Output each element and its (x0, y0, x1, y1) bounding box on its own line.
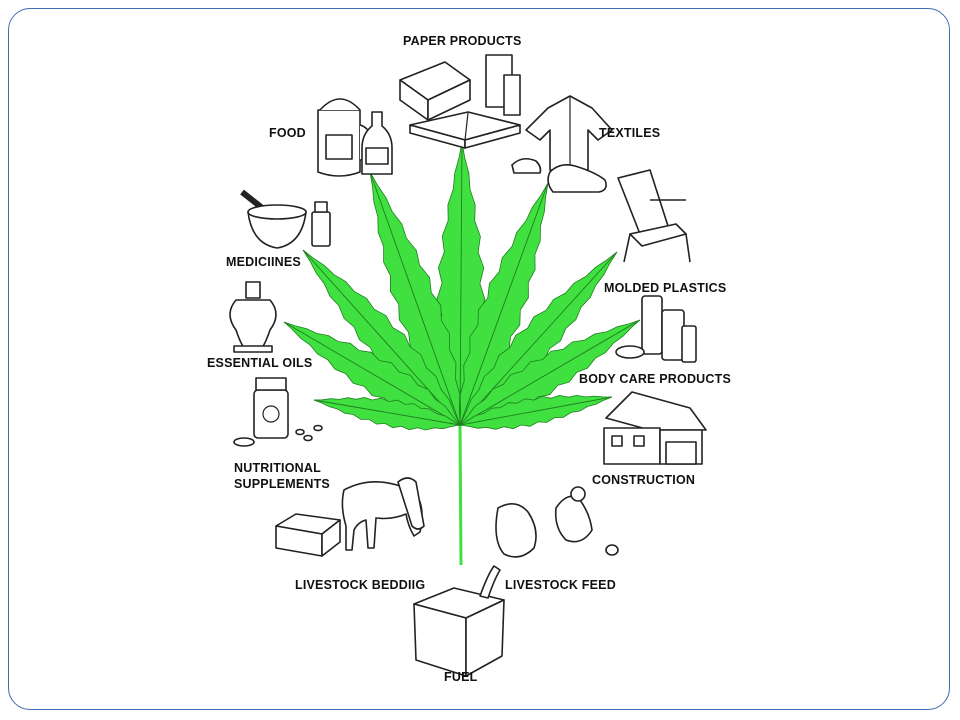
leaflet-vein (459, 141, 463, 426)
pill-bottle-icon (311, 201, 331, 247)
leaflet-vein (302, 249, 461, 426)
leaflet-vein (459, 319, 641, 426)
leaflet-vein (369, 171, 461, 426)
label-supplements: SUPPLEMENTS (234, 477, 330, 491)
lotion-bottles-icon (615, 295, 697, 363)
horse-icon (341, 477, 425, 551)
shirt-icon (525, 95, 613, 171)
rooster-icon (495, 486, 619, 558)
label-molded-plastics: MOLDED PLASTICS (604, 281, 727, 295)
label-medicines: MEDICIINES (226, 255, 301, 269)
label-food: FOOD (269, 126, 306, 140)
label-livestock-feed: LIVESTOCK FEED (505, 578, 616, 592)
hay-bale-icon (275, 513, 341, 557)
fuel-can-icon (413, 565, 505, 677)
label-textiles: TEXTILES (599, 126, 661, 140)
bottle-icon (361, 111, 393, 175)
leaflet-vein (283, 321, 461, 426)
leaflet-vein (459, 182, 549, 426)
pill-jar-icon (233, 377, 323, 447)
label-essential-oils: ESSENTIAL OILS (207, 356, 313, 370)
label-body-care-products: BODY CARE PRODUCTS (579, 372, 731, 386)
hemp-leaf (283, 141, 641, 566)
sneaker-icon (511, 157, 607, 193)
mortar-pestle-icon (240, 189, 307, 249)
label-livestock-bedding: LIVESTOCK BEDDIIG (295, 578, 426, 592)
chair-icon (617, 169, 691, 263)
leaflet-vein (459, 251, 618, 426)
book-icon (399, 54, 521, 149)
perfume-bottle-icon (229, 281, 277, 353)
label-fuel: FUEL (444, 670, 478, 684)
label-nutritional: NUTRITIONAL (234, 461, 321, 475)
house-icon (603, 391, 707, 465)
leaflet-vein (313, 399, 461, 426)
leaflet-vein (459, 396, 613, 426)
label-construction: CONSTRUCTION (592, 473, 696, 487)
leaf-stem (458, 424, 463, 566)
label-paper-products: PAPER PRODUCTS (403, 34, 522, 48)
